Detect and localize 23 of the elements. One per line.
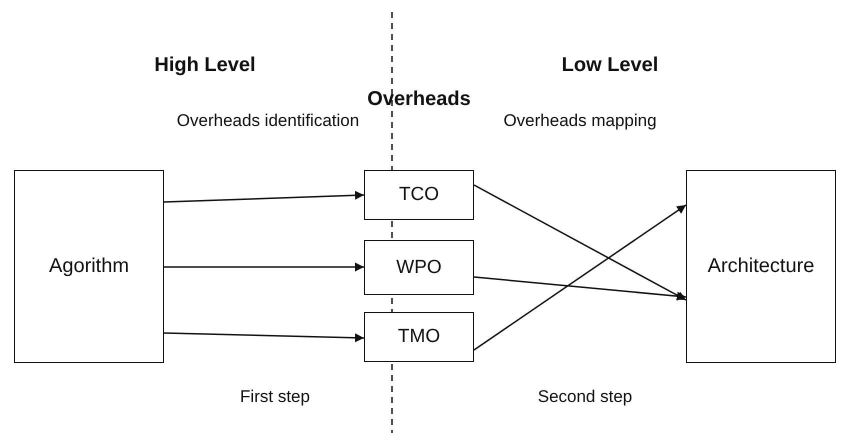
annotation-text: Second step: [536, 386, 634, 408]
process-box: [14, 170, 164, 363]
box-label: WPO: [396, 256, 442, 278]
arrow: [474, 184, 686, 301]
annotation-text: Overheads identification: [176, 110, 360, 132]
section-heading: High Level: [153, 53, 257, 78]
process-box: [686, 170, 836, 363]
arrow: [474, 204, 686, 351]
arrow: [164, 190, 364, 203]
annotation-text: Overheads mapping: [502, 110, 658, 132]
process-box: [364, 240, 474, 295]
arrow: [164, 262, 364, 272]
box-label: TMO: [398, 326, 440, 348]
box-label: TCO: [398, 184, 440, 206]
section-heading: Low Level: [560, 53, 660, 78]
arrow: [474, 276, 686, 301]
process-box: [364, 170, 474, 220]
process-box: [364, 312, 474, 362]
box-label: Architecture: [708, 255, 814, 278]
box-label: Agorithm: [48, 255, 130, 278]
annotation-text: First step: [239, 386, 311, 408]
arrow: [164, 332, 364, 342]
section-heading: Overheads: [366, 87, 472, 112]
